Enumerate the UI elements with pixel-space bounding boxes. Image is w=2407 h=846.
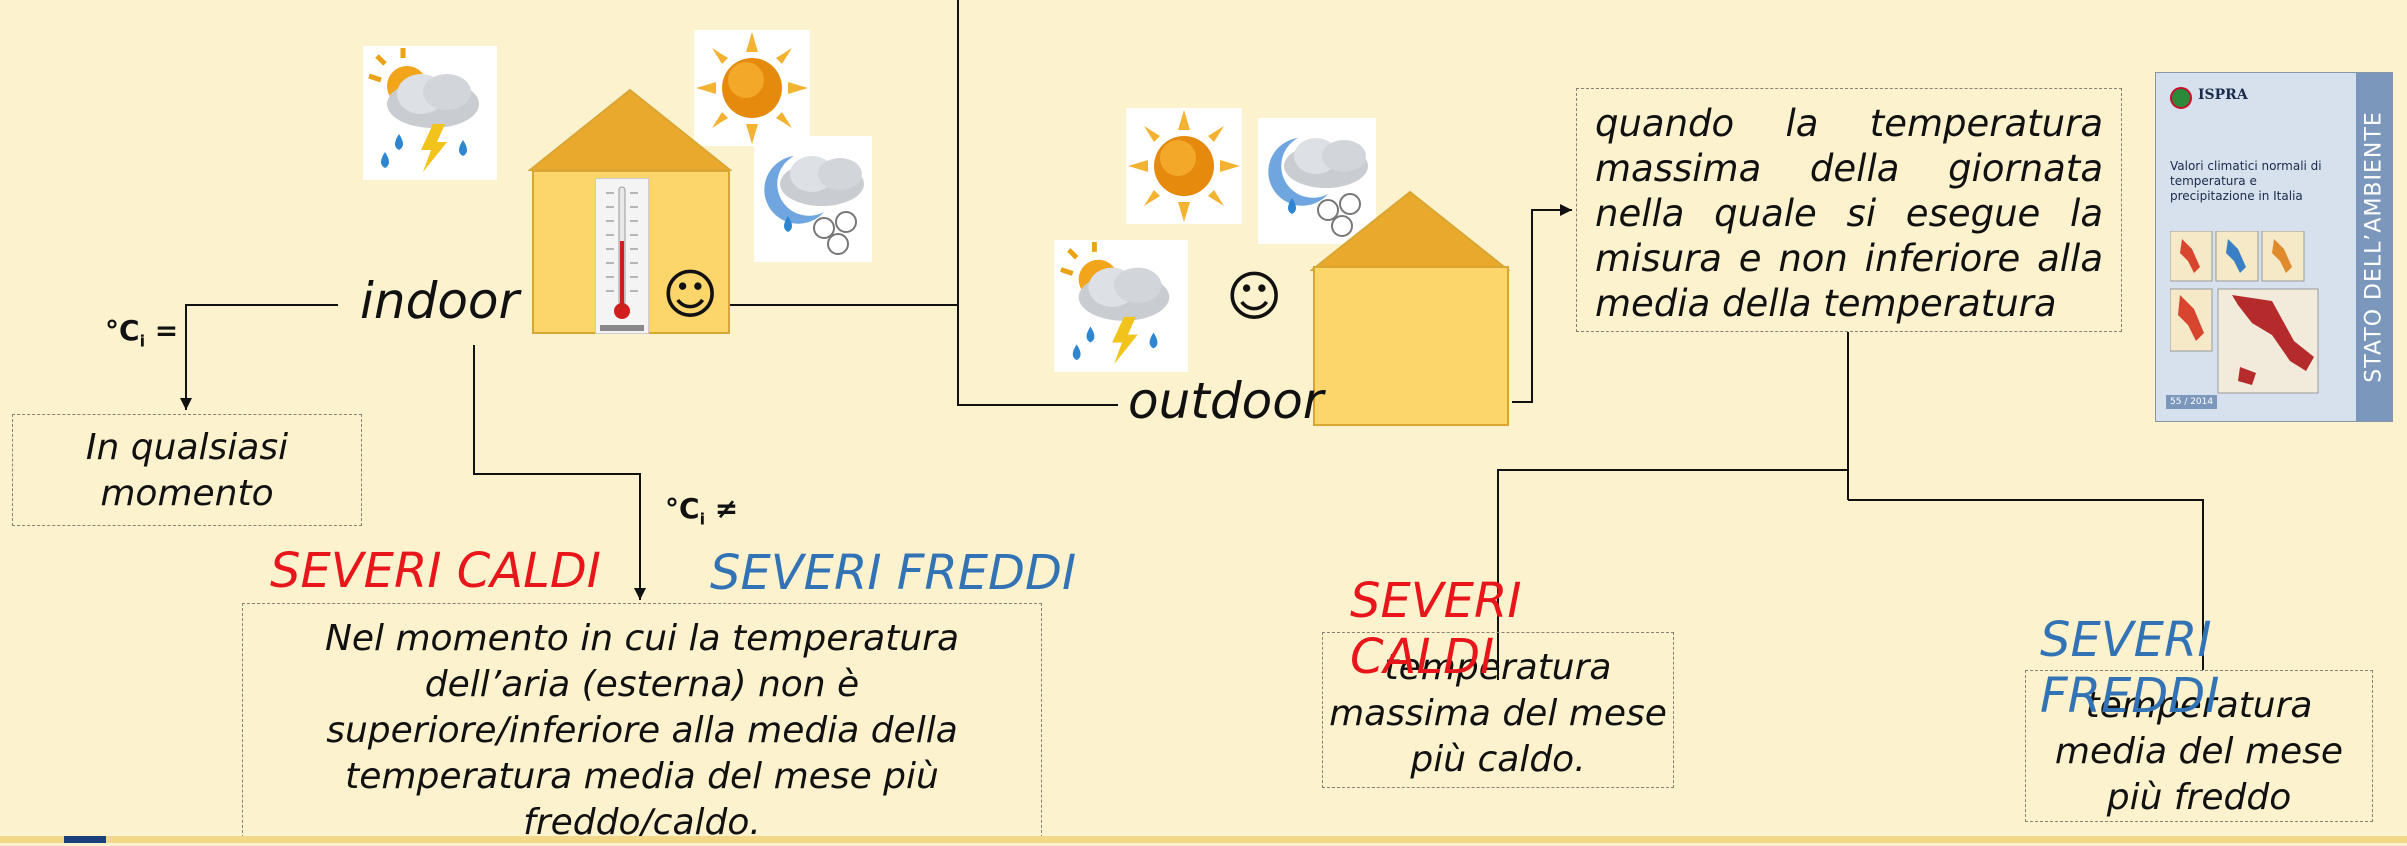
thermometer-tile [595,178,649,334]
storm-cloud-tile-left [363,46,497,180]
outdoor-rule-connector [1512,204,1572,403]
severi-caldi-label-outdoor: SEVERI CALDI [1350,573,1522,685]
ispra-logo [2170,87,2192,109]
cover-spine-text: STATO DELL’AMBIENTE [2361,111,2387,383]
indoor-equal-connector [180,304,338,410]
nel-momento-text: Nel momento in cui la temperatura dell’a… [324,618,960,843]
indoor-label: indoor [360,272,520,330]
outdoor-house [1313,266,1509,426]
storm-cloud-icon [1060,241,1170,365]
severi-caldi-label-indoor: SEVERI CALDI [270,543,601,599]
indoor-neq-formula: °Ci ≠ [665,492,738,529]
outdoor-house-roof [1310,190,1510,271]
outdoor-label: outdoor [1128,372,1324,430]
temperatura-media-text: temperatura media del mese più freddo [2054,685,2344,818]
cover-publisher: ISPRA [2198,87,2248,103]
thermometer-icon [600,186,644,331]
sun-icon [696,32,808,144]
formula-prefix: °C [105,314,140,347]
footer-bar [0,836,2407,843]
italy-maps-thumbnail [2170,231,2319,394]
storm-cloud-tile-outdoor [1054,240,1188,372]
sun-tile-outdoor [1126,108,1242,224]
smiley-icon-indoor: ☺ [662,263,719,326]
snow-moon-icon [1268,138,1368,237]
sun-icon [1128,110,1240,222]
sun-tile-top [694,30,810,146]
cover-title: Valori climatici normali di temperatura … [2170,159,2322,203]
temperatura-massima-box: temperatura massima del mese più caldo. [1322,632,1674,788]
indoor-neq-connector [473,345,646,600]
cold-branch-line [1848,499,2204,670]
formula-prefix: °C [665,492,700,525]
snow-moon-tile-outdoor [1258,118,1376,244]
in-qualsiasi-momento-box: In qualsiasi momento [12,414,362,526]
storm-cloud-icon [368,48,479,172]
severi-freddi-label-indoor: SEVERI FREDDI [710,545,1077,601]
smiley-icon-outdoor: ☺ [1226,265,1283,328]
temperatura-media-box: temperatura media del mese più freddo [2025,670,2373,822]
in-qualsiasi-momento-text: In qualsiasi momento [85,427,289,514]
snow-moon-icon [764,156,864,255]
nel-momento-box: Nel momento in cui la temperatura dell’a… [242,603,1042,843]
ispra-report-cover: ISPRA Valori climatici normali di temper… [2155,72,2393,422]
outdoor-rule-box: quando la temperatura massima della gior… [1576,88,2122,332]
indoor-house-roof [528,88,732,171]
indoor-equal-formula: °Ci = [105,314,178,351]
cover-number: 55 / 2014 [2166,395,2218,409]
temperatura-massima-text: temperatura massima del mese più caldo. [1329,647,1667,780]
top-branch-line [957,0,1118,406]
footer-logo [64,836,106,843]
outdoor-rule-text: quando la temperatura massima della gior… [1595,102,2103,325]
formula-op: = [154,314,179,347]
cover-spine: STATO DELL’AMBIENTE [2356,73,2392,421]
severi-freddi-label-outdoor: SEVERI FREDDI [2040,612,2220,724]
formula-sub: i [139,331,146,351]
hot-branch-line [1497,469,1848,680]
formula-sub: i [699,509,706,529]
snow-moon-tile-right [754,136,872,262]
formula-op: ≠ [714,492,739,525]
